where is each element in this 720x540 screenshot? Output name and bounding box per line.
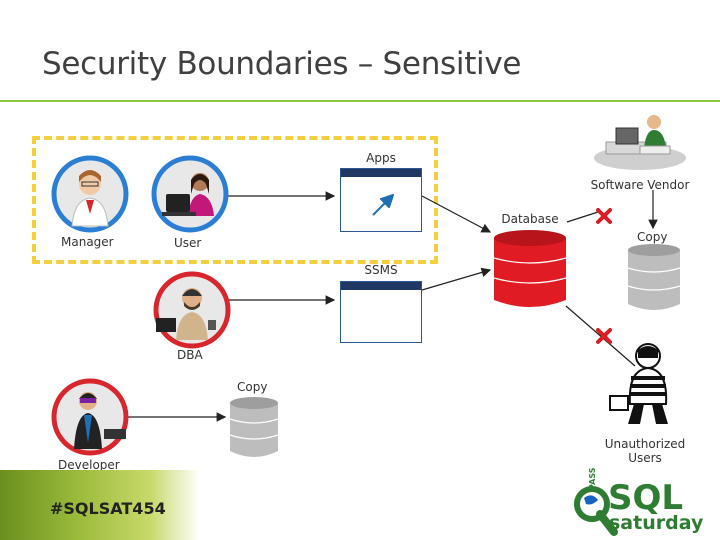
apps-label: Apps (366, 151, 396, 165)
software-vendor-icon (594, 115, 686, 170)
logo-sql-text: SQL (608, 478, 684, 518)
apps-window (340, 168, 422, 232)
blocked-x-icon (596, 328, 612, 344)
ssms-to-database-arrow (421, 267, 492, 291)
apps-to-database-arrow (421, 195, 492, 233)
burglar-icon (609, 343, 668, 424)
vendor-copy-label: Copy (637, 230, 668, 244)
manager-avatar (51, 155, 129, 233)
slide-title: Security Boundaries – Sensitive (42, 46, 522, 82)
developer-copy-label: Copy (237, 380, 268, 394)
manager-label: Manager (61, 235, 114, 249)
logo-saturday-text: saturday (609, 512, 704, 534)
database-to-unauthorized-line (565, 305, 636, 367)
developer-copy-database-icon (229, 397, 279, 457)
apps-window-titlebar (341, 169, 421, 177)
unauthorized-label-line1: Unauthorized (604, 437, 686, 451)
dba-label: DBA (177, 348, 203, 362)
developer-avatar (51, 378, 129, 456)
user-label: User (174, 236, 202, 250)
software-vendor-label: Software Vendor (590, 178, 690, 192)
user-avatar (151, 155, 229, 233)
vendor-copy-database-icon (627, 244, 681, 310)
event-hashtag: #SQLSAT454 (50, 499, 166, 518)
database-to-vendor-line (566, 211, 599, 223)
dba-avatar (153, 271, 231, 349)
blocked-x-icon (596, 208, 612, 224)
database-icon (493, 230, 567, 307)
ssms-window-titlebar (341, 282, 421, 290)
ssms-label: SSMS (364, 263, 398, 277)
footer-band (0, 470, 200, 540)
database-label: Database (501, 212, 559, 226)
unauthorized-label-line2: Users (628, 451, 662, 465)
security-boundary (32, 136, 438, 264)
ssms-window (340, 281, 422, 343)
shortcut-arrow-icon (369, 191, 395, 217)
sqlsaturday-logo-icon (574, 486, 618, 536)
logo-pass-text: PASS (588, 467, 597, 490)
developer-label: Developer (58, 458, 120, 472)
title-divider (0, 100, 720, 102)
